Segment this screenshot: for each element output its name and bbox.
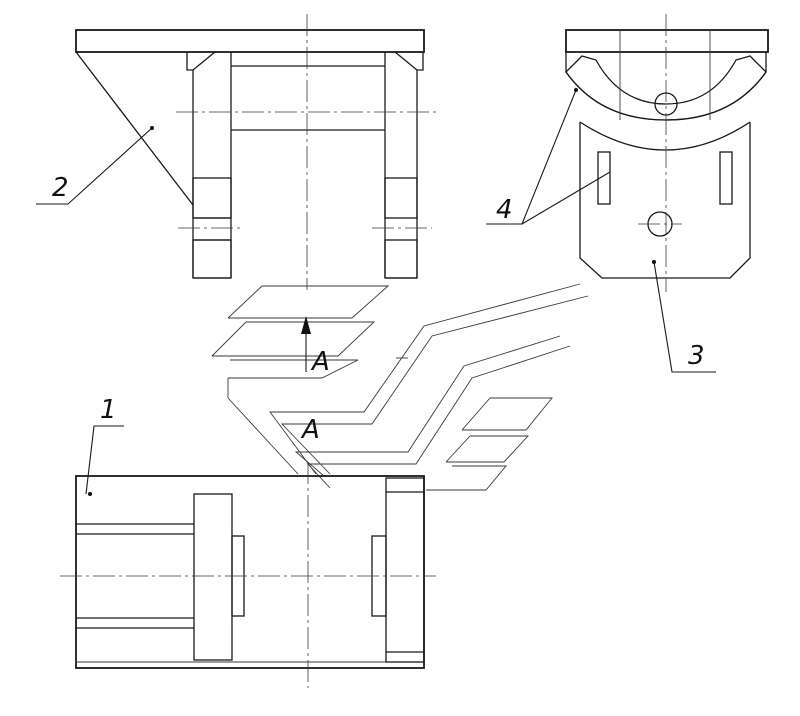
left-leg-section-upper bbox=[192, 177, 232, 219]
leaders bbox=[36, 88, 716, 496]
clamp-body bbox=[579, 122, 751, 279]
view-a bbox=[60, 462, 436, 688]
side-top-plate bbox=[565, 29, 769, 53]
right-flange bbox=[385, 477, 425, 663]
left-flange bbox=[193, 493, 233, 661]
label-view-arrow: A bbox=[310, 347, 330, 377]
side-view bbox=[565, 14, 769, 292]
view-arrow-head bbox=[301, 316, 311, 334]
front-view bbox=[75, 14, 440, 290]
slot-right bbox=[719, 151, 733, 205]
right-leg bbox=[384, 51, 424, 279]
label-part-1: 1 bbox=[100, 395, 117, 425]
label-view-title: A bbox=[300, 415, 320, 445]
top-plate bbox=[75, 29, 425, 53]
saddle-section bbox=[565, 55, 767, 121]
leader-2 bbox=[36, 127, 153, 205]
slot-left bbox=[597, 151, 611, 205]
right-leg-section-upper bbox=[384, 177, 418, 219]
left-leg-section-lower bbox=[192, 239, 232, 279]
right-leg-section-lower bbox=[384, 239, 418, 279]
gusset bbox=[75, 51, 194, 206]
leader-3 bbox=[653, 261, 716, 373]
label-part-2: 2 bbox=[52, 173, 69, 203]
leader-1 bbox=[85, 425, 124, 495]
clamp-curve bbox=[579, 121, 751, 151]
label-part-3: 3 bbox=[688, 341, 705, 371]
auxiliary-section-lines bbox=[211, 283, 589, 491]
label-part-4: 4 bbox=[496, 195, 513, 225]
left-leg bbox=[186, 51, 232, 279]
